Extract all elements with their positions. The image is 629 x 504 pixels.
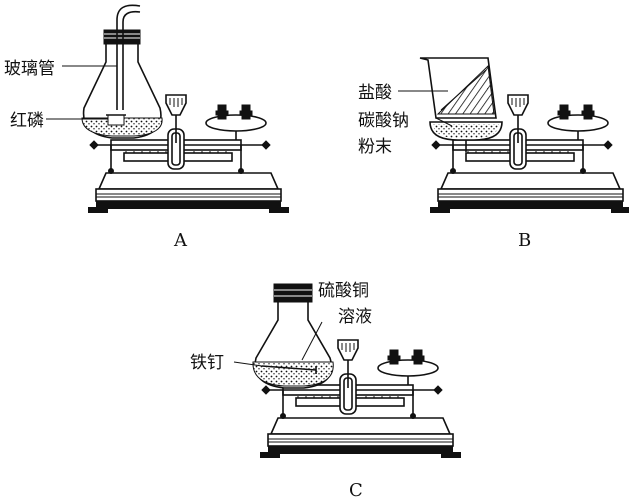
label-phosphorus: 红磷 [10, 111, 44, 131]
label-solution-1: 硫酸铜 [318, 281, 369, 301]
flask-c [252, 283, 334, 389]
leader-carbonate [435, 117, 453, 127]
caption-b: B [518, 230, 531, 251]
leader-nail [233, 361, 263, 367]
leader-solution [301, 321, 323, 361]
label-solution-2: 溶液 [338, 307, 372, 327]
panel-a: 玻璃管 红磷 A [4, 4, 290, 251]
label-carbonate-1: 碳酸钠 [358, 111, 409, 131]
powder-dish [429, 121, 503, 152]
glass-tube [116, 4, 141, 110]
label-carbonate-2: 粉末 [358, 137, 392, 157]
panel-c: 硫酸铜 溶液 铁钉 C [190, 281, 462, 501]
iron-nail [261, 365, 317, 371]
panel-b: 盐酸 碳酸钠 粉末 B [358, 57, 629, 251]
label-tube: 玻璃管 [4, 59, 55, 79]
beaker-b [419, 57, 497, 119]
label-nail: 铁钉 [190, 353, 224, 373]
caption-c: C [349, 480, 363, 501]
label-acid: 盐酸 [358, 83, 392, 103]
caption-a: A [173, 230, 188, 251]
flask-a [81, 29, 163, 139]
